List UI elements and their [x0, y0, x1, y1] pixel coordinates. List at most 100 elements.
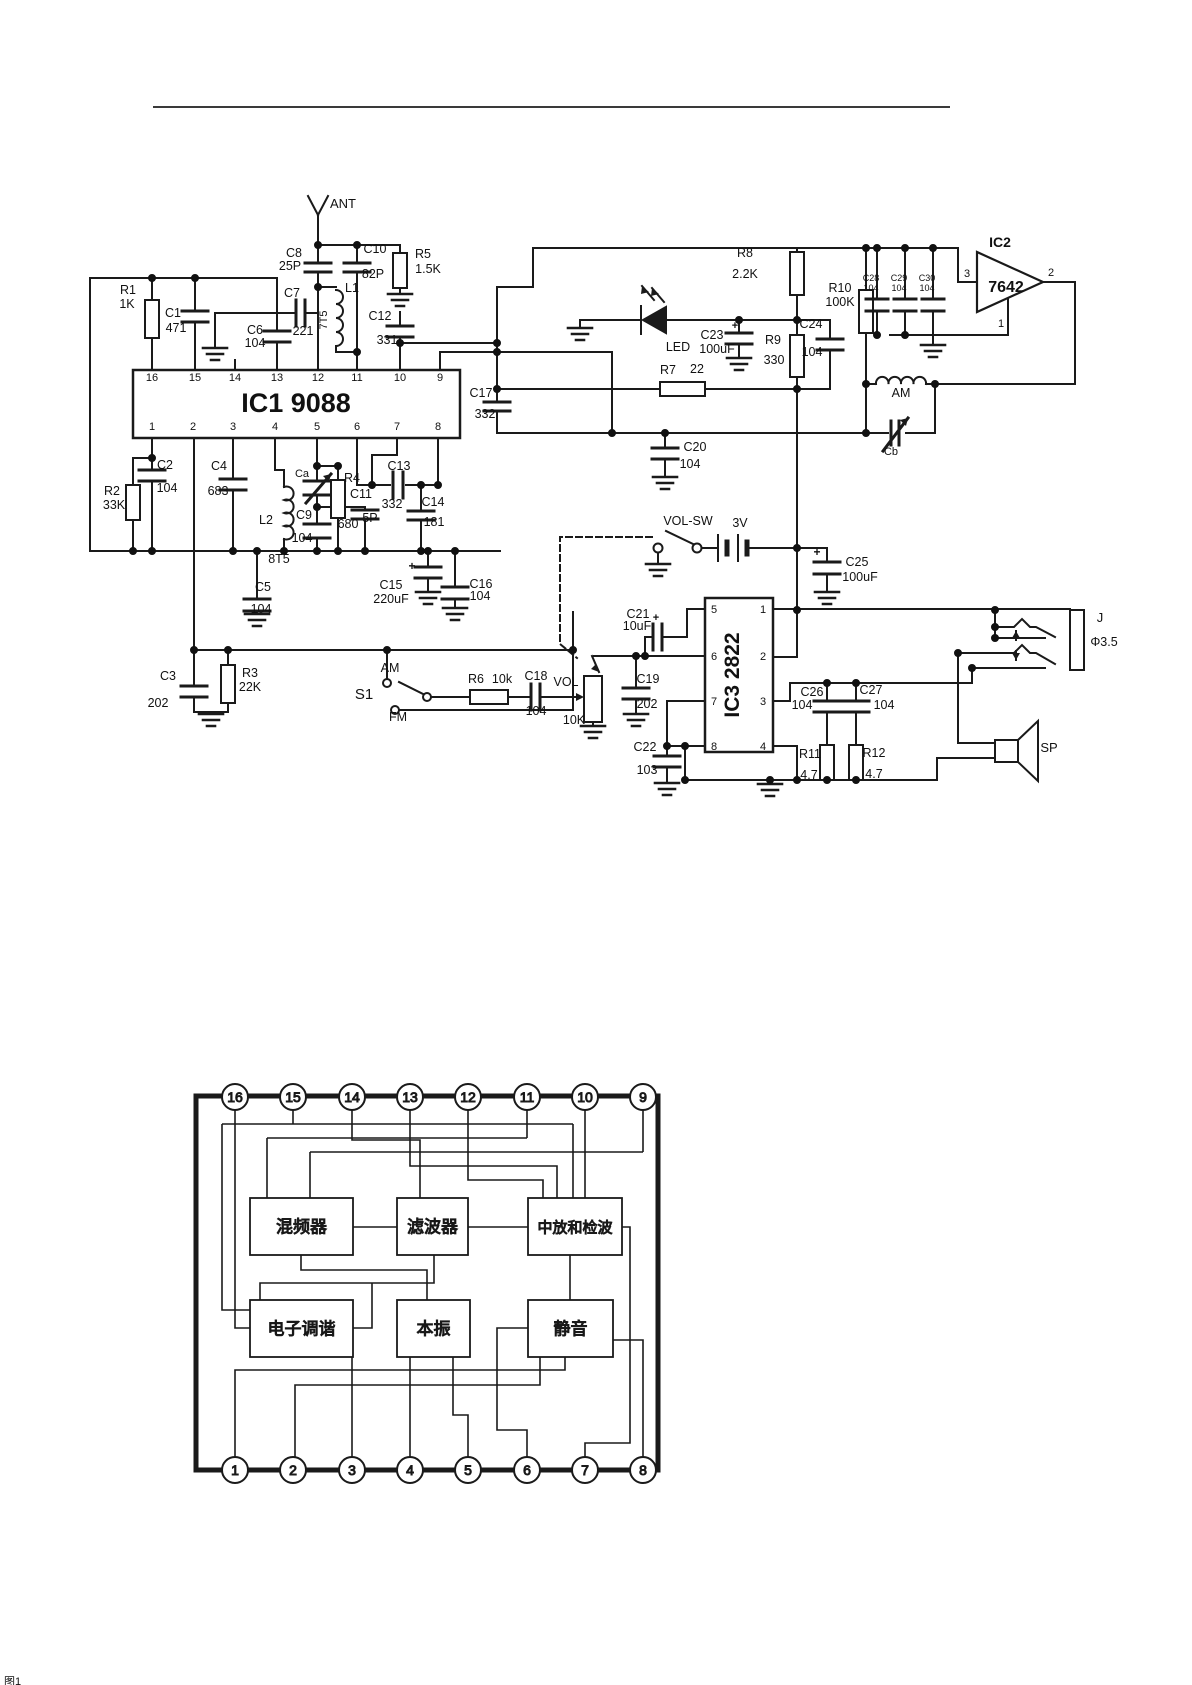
pin-circle — [629, 1083, 657, 1111]
cap-c9 — [302, 522, 332, 540]
schematic-label: C27 — [860, 683, 883, 697]
cap-c24 — [815, 337, 845, 352]
function-block — [249, 1299, 354, 1358]
schematic-label: 104 — [251, 602, 272, 616]
cap-c15 — [413, 565, 443, 580]
pin-circle — [279, 1456, 307, 1484]
coil-am — [874, 375, 928, 386]
ca-arrowhead — [323, 474, 331, 482]
schematic-label: 103 — [637, 763, 658, 777]
schematic-label: 100uF — [699, 342, 735, 356]
schematic-label: IC1 9088 — [241, 388, 351, 418]
schematic-label: 8T5 — [268, 552, 290, 566]
jack-j-body — [1069, 609, 1085, 671]
cap-c18 — [529, 682, 542, 712]
resistor-r2 — [125, 484, 141, 521]
resistor-r4 — [330, 479, 346, 519]
schematic-label: C19 — [637, 672, 660, 686]
schematic-label: 3 — [760, 696, 766, 708]
schematic-label: Ca — [295, 468, 310, 480]
schematic-label: 1K — [119, 297, 135, 311]
schematic-label: Φ3.5 — [1090, 635, 1117, 649]
schematic-label: 104 — [680, 457, 701, 471]
pin-circle — [221, 1083, 249, 1111]
pin-number: 6 — [523, 1462, 531, 1478]
schematic-label: R12 — [863, 746, 886, 760]
schematic-label: C1 — [165, 306, 181, 320]
cap-c23 — [724, 331, 754, 346]
resistor-r3 — [220, 664, 236, 704]
schematic-label: 221 — [293, 324, 314, 338]
schematic-label: C13 — [388, 459, 411, 473]
cap-c27 — [841, 699, 871, 714]
schematic-label: 22 — [690, 362, 704, 376]
pin-number: 10 — [577, 1089, 593, 1105]
schematic-label: 12 — [312, 372, 324, 384]
schematic-label: 471 — [166, 321, 187, 335]
ic3-box — [703, 596, 775, 754]
schematic-label: 13 — [271, 372, 283, 384]
resistor-r12 — [848, 744, 864, 781]
schematic-label: R2 — [104, 484, 120, 498]
coil-l2 — [281, 485, 295, 541]
cap-c28 — [864, 297, 890, 313]
schematic-label: 332 — [382, 497, 403, 511]
pin-circle — [338, 1083, 366, 1111]
schematic-label: C10 — [364, 242, 387, 256]
schematic-label: C12 — [369, 309, 392, 323]
schematic-label: C30 — [919, 273, 936, 283]
function-block — [396, 1197, 469, 1256]
pin-circle — [454, 1083, 482, 1111]
schematic-label: C2 — [157, 458, 173, 472]
schematic-label: C25 — [846, 555, 869, 569]
cap-c4 — [218, 477, 248, 492]
s1-band-switch[interactable] — [382, 678, 432, 715]
schematic-label: 181 — [424, 515, 445, 529]
schematic-label: 10k — [492, 672, 513, 686]
schematic-label: J — [1097, 610, 1104, 625]
schematic-label: 202 — [637, 697, 658, 711]
schematic-label: 9 — [437, 372, 443, 384]
schematic-label: 1 — [760, 604, 766, 616]
schematic-label: 104 — [891, 283, 906, 293]
schematic-label: IC2 — [989, 234, 1011, 250]
schematic-label: R10 — [829, 281, 852, 295]
schematic-label: C17 — [470, 386, 493, 400]
schematic-label: + — [408, 559, 415, 573]
schematic-label: 2 — [1048, 267, 1054, 279]
schematic-label: 2 — [190, 421, 196, 433]
schematic-label: L1 — [345, 281, 359, 295]
inductors — [281, 288, 928, 541]
schematic-label: 22K — [239, 680, 262, 694]
schematic-label: 104 — [526, 704, 547, 718]
schematic-label: VOL — [553, 675, 578, 689]
pin-number: 14 — [344, 1089, 360, 1105]
schematic-label: FM — [389, 710, 407, 724]
pin-number: 8 — [639, 1462, 647, 1478]
schematic-label: 1.5K — [415, 262, 441, 276]
cap-c30 — [920, 297, 946, 313]
schematic-label: 1 — [998, 318, 1004, 330]
schematic-label: 7T5 — [318, 311, 330, 330]
schematic-label: 683 — [208, 484, 229, 498]
schematic-label: C7 — [284, 286, 300, 300]
schematic-label: 15 — [189, 372, 201, 384]
schematic-label: R5 — [415, 247, 431, 261]
capacitors — [137, 261, 946, 769]
schematic-label: C21 — [627, 607, 650, 621]
schematic-label: C9 — [296, 508, 312, 522]
function-block-label: 电子调谐 — [268, 1320, 336, 1339]
cap-c11 — [350, 508, 380, 521]
cap-c20 — [650, 446, 680, 461]
pin-circle — [279, 1083, 307, 1111]
pin-circle — [629, 1456, 657, 1484]
pin-circle — [571, 1456, 599, 1484]
vol-sw-switch[interactable] — [652, 542, 703, 554]
schematic-label: + — [732, 320, 738, 332]
schematic-label: R3 — [242, 666, 258, 680]
schematic-label: 104 — [863, 283, 878, 293]
function-block-label: 滤波器 — [407, 1218, 458, 1237]
cap-c22 — [652, 754, 682, 769]
